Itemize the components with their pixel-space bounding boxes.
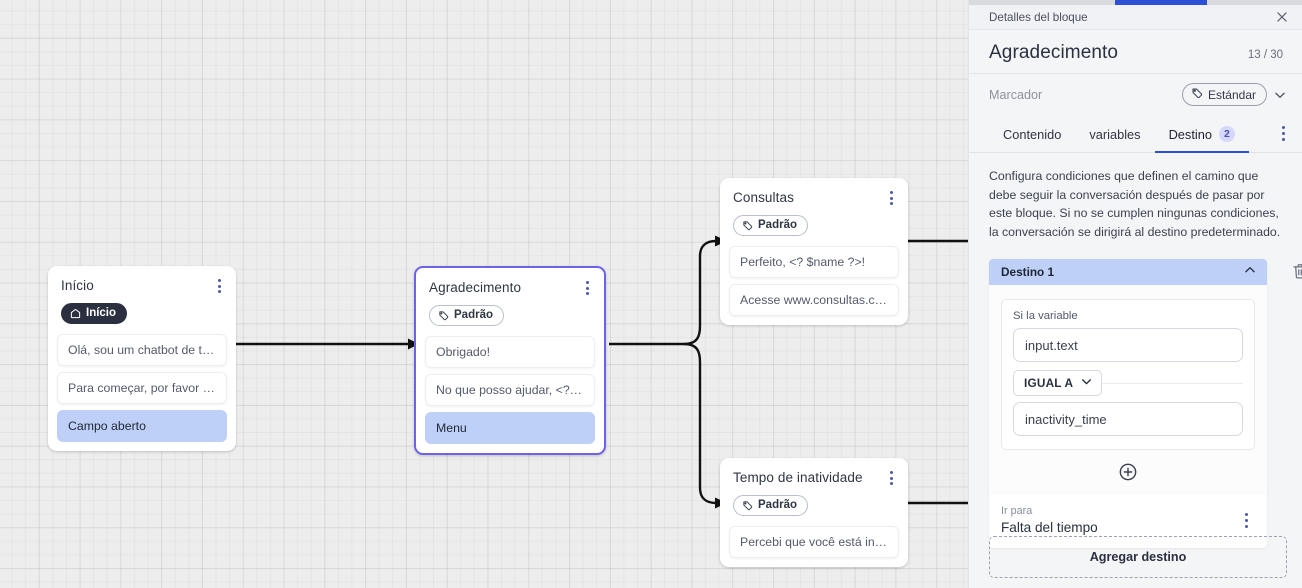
close-icon[interactable] <box>1273 8 1291 26</box>
node-message[interactable]: Perfeito, <? $name ?>! <box>729 246 899 278</box>
horizontal-scrollbar-track[interactable] <box>969 0 1302 5</box>
node-title: Tempo de inatividade <box>733 470 863 485</box>
node-title: Agradecimento <box>429 280 522 295</box>
operator-label: IGUAL A <box>1024 376 1074 390</box>
marcador-select[interactable]: Estándar <box>1181 83 1267 106</box>
flow-node-consultas[interactable]: Consultas Padrão Perfeito, <? $name ?>! … <box>720 178 908 325</box>
marcador-row: Marcador Estándar <box>969 74 1302 115</box>
plus-circle-icon[interactable] <box>1118 462 1138 482</box>
condition-label: Si la variable <box>1013 310 1078 322</box>
block-details-panel: Detalles del bloque Agradecimento 13 / 3… <box>968 0 1302 588</box>
tab-label: Contenido <box>1003 126 1062 142</box>
goto-value: Falta del tiempo <box>1001 520 1098 535</box>
tab-label: Destino <box>1168 126 1212 142</box>
node-title: Consultas <box>733 190 794 205</box>
node-menu-button[interactable] <box>579 279 595 297</box>
status-badge: 2 <box>1218 126 1235 142</box>
destino-card-title: Destino 1 <box>1001 265 1055 279</box>
tabs-overflow-menu-button[interactable] <box>1276 118 1291 149</box>
tag-icon <box>742 500 753 511</box>
goto-menu-button[interactable] <box>1240 509 1253 532</box>
node-menu-button[interactable] <box>883 189 899 207</box>
node-menu-button[interactable] <box>883 469 899 487</box>
node-menu-button[interactable] <box>211 277 227 295</box>
node-message[interactable]: Percebi que você está inativo. C... <box>729 526 899 558</box>
flow-node-tempo-inatividade[interactable]: Tempo de inatividade Padrão Percebi que … <box>720 458 908 567</box>
operator-select[interactable]: IGUAL A <box>1013 370 1103 396</box>
node-tag-badge: Padrão <box>733 215 808 236</box>
flow-node-inicio[interactable]: Início Início Olá, sou um chatbot de tes… <box>48 266 236 451</box>
node-messages: Olá, sou um chatbot de teste! Para começ… <box>48 334 236 451</box>
node-message[interactable]: No que posso ajudar, <? $name ... <box>425 374 595 406</box>
panel-header: Detalles del bloque <box>969 5 1302 30</box>
tag-icon <box>742 220 753 231</box>
node-tag-label: Padrão <box>454 309 493 321</box>
node-message[interactable]: Olá, sou um chatbot de teste! <box>57 334 227 366</box>
tab-contenido[interactable]: Contenido <box>989 117 1075 153</box>
add-destination-label: Agregar destino <box>1089 550 1187 564</box>
node-message-highlighted[interactable]: Menu <box>425 412 595 444</box>
tag-icon <box>1191 87 1203 102</box>
destino-card-header[interactable]: Destino 1 <box>989 259 1267 285</box>
node-header: Início Início <box>48 266 236 334</box>
node-messages: Perfeito, <? $name ?>! Acesse www.consul… <box>720 246 908 325</box>
home-icon <box>70 308 81 319</box>
node-message[interactable]: Para começar, por favor digite o ... <box>57 372 227 404</box>
node-tag-badge: Padrão <box>733 495 808 516</box>
chevron-up-icon[interactable] <box>1243 263 1257 282</box>
compare-value-input[interactable]: inactivity_time <box>1013 402 1243 436</box>
marcador-label: Marcador <box>989 87 1043 102</box>
node-message-highlighted[interactable]: Campo aberto <box>57 410 227 442</box>
node-tag-badge: Padrão <box>429 305 504 326</box>
node-header: Tempo de inatividade Padrão <box>720 458 908 526</box>
node-message[interactable]: Acesse www.consultas.com par... <box>729 284 899 316</box>
tag-icon <box>438 310 449 321</box>
block-title-row: Agradecimento 13 / 30 <box>969 30 1302 74</box>
panel-body: Agradecimento 13 / 30 Marcador Estándar <box>969 30 1302 588</box>
node-tag-badge: Início <box>61 303 128 324</box>
goto-texts: Ir para Falta del tiempo <box>1001 504 1240 537</box>
chevron-down-icon[interactable] <box>1273 88 1287 102</box>
add-condition-row <box>989 450 1267 495</box>
tab-variables[interactable]: variables <box>1075 117 1154 153</box>
destino-description: Configura condiciones que definen el cam… <box>989 169 1281 239</box>
marcador-value: Estándar <box>1207 87 1256 102</box>
variable-input[interactable]: input.text <box>1013 328 1243 362</box>
page-title: Agradecimento <box>989 42 1119 63</box>
node-header: Agradecimento Padrão <box>416 268 604 336</box>
operator-row: IGUAL A <box>1013 364 1243 402</box>
flow-canvas[interactable]: Início Início Olá, sou um chatbot de tes… <box>0 0 968 588</box>
panel-header-title: Detalles del bloque <box>989 10 1088 24</box>
destino-card: Destino 1 Si la variable input.text <box>989 259 1267 548</box>
goto-label: Ir para <box>1001 505 1033 517</box>
add-destination-button[interactable]: Agregar destino <box>989 536 1287 578</box>
panel-tabs: Contenido variables Destino 2 <box>969 115 1302 153</box>
destino-section: Destino 1 Si la variable input.text <box>989 259 1302 548</box>
node-title: Início <box>61 278 94 293</box>
node-tag-label: Padrão <box>758 499 797 511</box>
node-header: Consultas Padrão <box>720 178 908 246</box>
condition-box: Si la variable input.text IGUAL A <box>1001 299 1255 450</box>
trash-icon[interactable] <box>1291 262 1302 280</box>
chevron-down-icon <box>1080 375 1093 391</box>
goto-row[interactable]: Ir para Falta del tiempo <box>989 495 1267 548</box>
tab-destino[interactable]: Destino 2 <box>1154 116 1249 153</box>
flow-node-agradecimento[interactable]: Agradecimento Padrão Obrigado! No que po… <box>414 266 606 455</box>
node-messages: Percebi que você está inativo. C... <box>720 526 908 567</box>
char-counter: 13 / 30 <box>1247 49 1283 61</box>
node-message[interactable]: Obrigado! <box>425 336 595 368</box>
node-messages: Obrigado! No que posso ajudar, <? $name … <box>416 336 604 453</box>
node-tag-label: Padrão <box>758 219 797 231</box>
horizontal-scrollbar-thumb[interactable] <box>1115 0 1207 5</box>
node-tag-label: Início <box>86 307 117 319</box>
tab-label: variables <box>1089 126 1141 142</box>
